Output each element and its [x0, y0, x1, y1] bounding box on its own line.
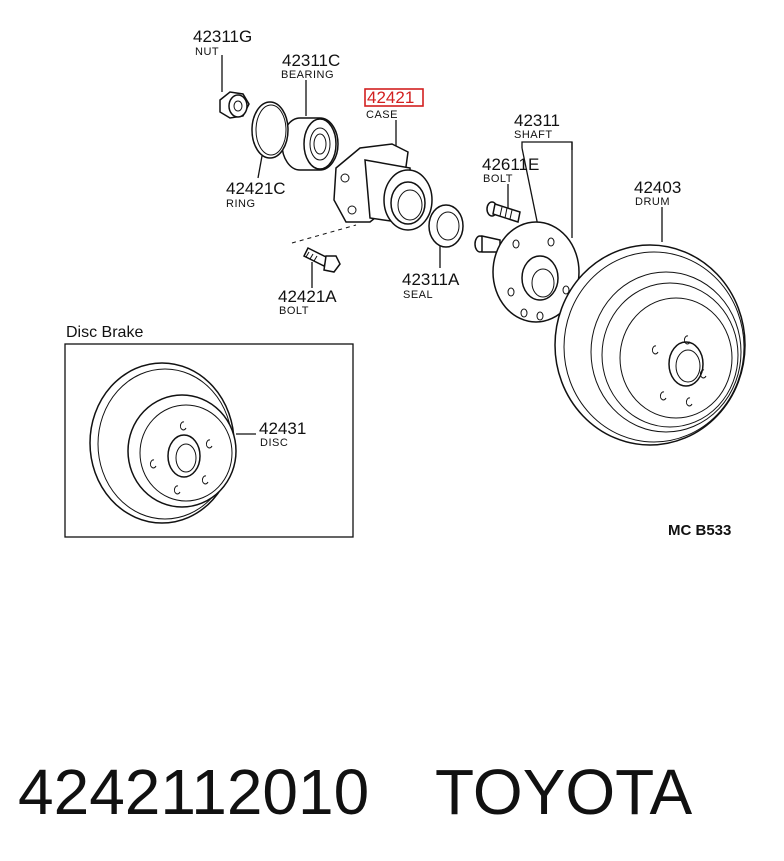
- bolt-part: [302, 246, 341, 273]
- bolt-name: BOLT: [279, 305, 309, 317]
- bearing-number: 42311C: [282, 51, 340, 70]
- hub-bolt-part: [486, 201, 521, 223]
- ring-part: [251, 101, 289, 159]
- nut-number: 42311G: [193, 27, 252, 46]
- hub-bolt-number: 42611E: [482, 155, 539, 174]
- drum-number: 42403: [634, 178, 681, 197]
- case-number: 42421: [367, 88, 414, 107]
- bearing-part: [281, 117, 339, 171]
- drum-part: [554, 244, 746, 446]
- seal-part: [428, 204, 464, 248]
- ring-number: 42421C: [226, 179, 286, 198]
- exploded-parts-diagram: 42311G NUT 42311C BEARING 42421C RING 42…: [64, 27, 746, 539]
- hub-bolt-name: BOLT: [483, 173, 513, 185]
- seal-number: 42311A: [402, 270, 460, 289]
- drum-name: DRUM: [635, 196, 670, 208]
- disc-part: [89, 362, 237, 524]
- diagram-code: MC B533: [668, 522, 731, 539]
- disc-name: DISC: [260, 437, 288, 449]
- seal-name: SEAL: [403, 289, 433, 301]
- bolt-number: 42421A: [278, 287, 337, 306]
- case-part: [333, 143, 433, 231]
- shaft-name: SHAFT: [514, 129, 553, 141]
- ring-name: RING: [226, 198, 256, 210]
- case-highlight-box: [364, 88, 424, 107]
- bearing-name: BEARING: [281, 69, 334, 81]
- inset-title: Disc Brake: [66, 324, 143, 341]
- disc-number: 42431: [259, 419, 306, 438]
- brand-caption: TOYOTA: [434, 756, 693, 828]
- nut-part: [219, 91, 250, 119]
- part-number-caption: 4242112010: [18, 756, 370, 828]
- nut-name: NUT: [195, 46, 219, 58]
- product-caption: 4242112010 TOYOTA: [18, 752, 778, 832]
- shaft-number: 42311: [514, 111, 560, 130]
- shaft-part: [474, 221, 580, 323]
- case-name: CASE: [366, 109, 398, 121]
- disc-brake-inset-box: [64, 343, 354, 538]
- axis-line: [291, 224, 357, 244]
